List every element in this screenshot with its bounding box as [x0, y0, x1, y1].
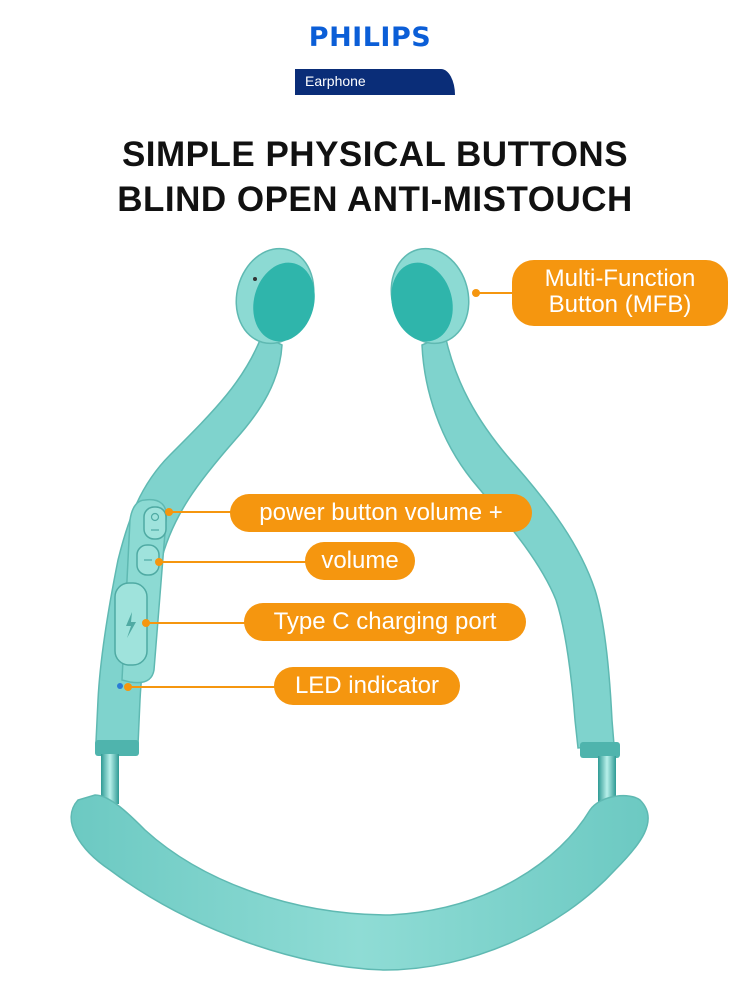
philips-logo: PHILIPS Earphone — [295, 14, 457, 96]
brand-name: PHILIPS — [308, 22, 432, 53]
type-c-leader-line — [146, 622, 246, 624]
type-c-callout: Type C charging port — [244, 603, 526, 641]
headline-line-1: SIMPLE PHYSICAL BUTTONS — [121, 135, 629, 174]
power-leader-line — [169, 511, 234, 513]
microphone-hole — [253, 277, 257, 281]
volume-minus-callout: volume — [305, 542, 415, 580]
rear-neckband — [70, 794, 649, 971]
right-metal-rod — [598, 756, 616, 806]
bolt-icon — [126, 612, 136, 638]
volume-leader-line — [159, 561, 309, 563]
right-earpiece-pad — [391, 262, 453, 342]
left-metal-rod — [101, 754, 119, 804]
mfb-callout: Multi-Function Button (MFB) — [512, 260, 728, 326]
brand-subtitle: Earphone — [305, 73, 366, 89]
power-volume-plus-button — [143, 506, 167, 540]
right-collar — [580, 742, 620, 758]
power-icon — [150, 512, 160, 522]
mfb-callout-line-2: Button (MFB) — [548, 291, 692, 319]
headline-line-2: BLIND OPEN ANTI-MISTOUCH — [117, 180, 633, 219]
led-callout: LED indicator — [274, 667, 460, 705]
brand-subtitle-bar: Earphone — [295, 69, 455, 95]
power-volume-plus-callout: power button volume + — [230, 494, 532, 532]
led-indicator-light — [117, 683, 123, 689]
left-collar — [95, 740, 139, 756]
led-leader-line — [128, 686, 276, 688]
right-arm — [421, 333, 615, 749]
mfb-callout-line-1: Multi-Function — [544, 265, 696, 292]
mfb-leader-line — [476, 292, 516, 294]
left-earpiece-pad — [253, 262, 315, 342]
